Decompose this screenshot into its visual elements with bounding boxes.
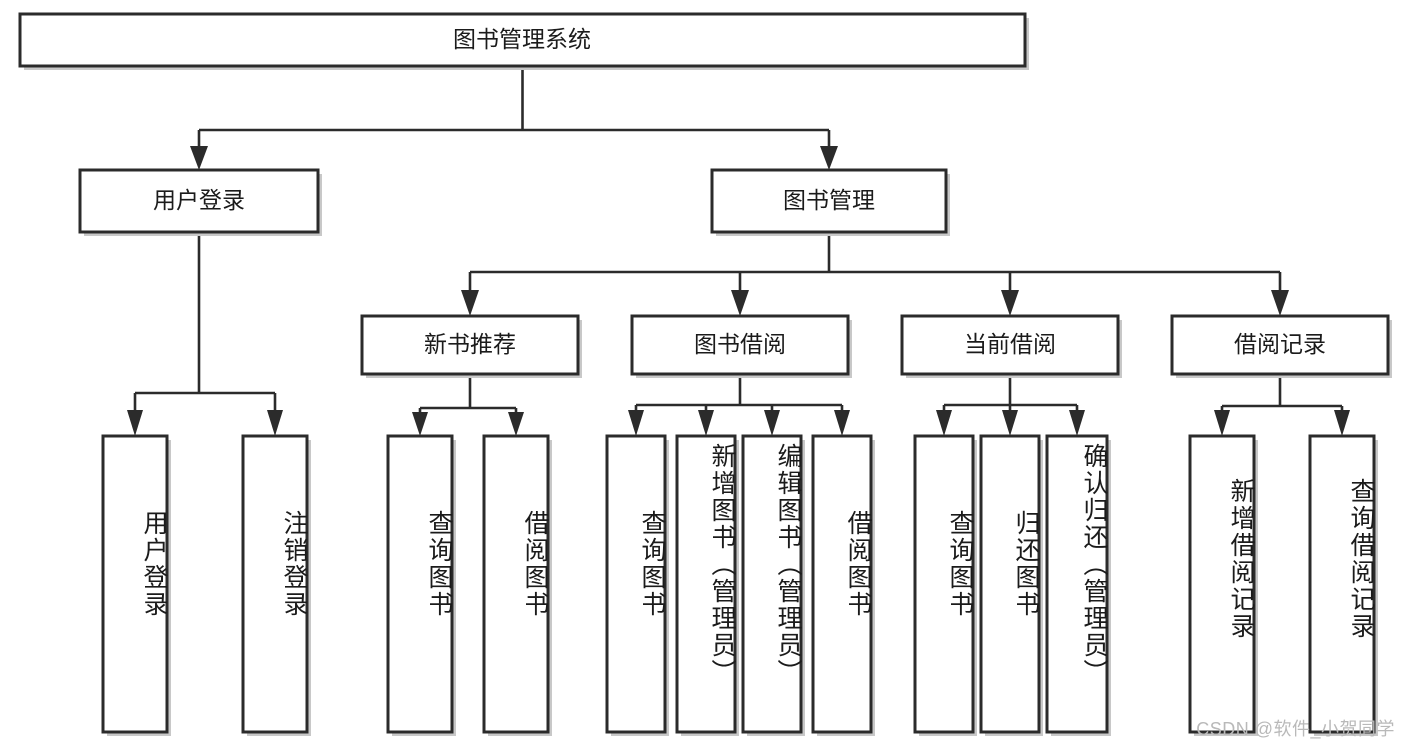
arrowhead-bookborrow-leaf-4 bbox=[834, 410, 850, 436]
node-new-book-recommend-label: 新书推荐 bbox=[424, 331, 516, 357]
arrowhead-user-login bbox=[190, 146, 208, 170]
arrowhead-currentborrow-leaf-3 bbox=[1069, 410, 1085, 436]
node-book-borrow-label: 图书借阅 bbox=[694, 331, 786, 357]
arrowhead-currentborrow-leaf-1 bbox=[936, 410, 952, 436]
arrowhead-currentborrow-leaf-2 bbox=[1002, 410, 1018, 436]
node-user-login[interactable]: 用户登录 bbox=[78, 168, 322, 236]
leaf-confirm-return-admin[interactable] bbox=[1045, 434, 1111, 736]
leaf-return-book[interactable] bbox=[979, 434, 1043, 736]
arrowhead-borrowrecord-leaf-2 bbox=[1334, 410, 1350, 436]
leaf-return-book-box bbox=[979, 434, 1041, 734]
connector-layer bbox=[127, 66, 1350, 436]
leaf-box-layer bbox=[101, 434, 1378, 736]
arrowhead-book-borrow bbox=[731, 290, 749, 316]
leaf-query-borrow-record-box bbox=[1308, 434, 1376, 734]
leaf-query-book-box bbox=[605, 434, 667, 734]
arrowhead-borrowrecord-leaf-1 bbox=[1214, 410, 1230, 436]
leaf-logout-box bbox=[241, 434, 309, 734]
node-new-book-recommend-box bbox=[360, 314, 580, 376]
node-layer: 图书管理系统 用户登录 图书管理 新书推荐 图书 bbox=[18, 12, 1392, 736]
leaf-query-book[interactable] bbox=[605, 434, 669, 736]
leaf-query-book-rec[interactable] bbox=[386, 434, 456, 736]
arrowhead-new-book-rec bbox=[461, 290, 479, 316]
node-borrow-record-box bbox=[1170, 314, 1390, 376]
node-root-label: 图书管理系统 bbox=[453, 26, 591, 52]
arrowhead-current-borrow bbox=[1001, 290, 1019, 316]
node-current-borrow[interactable]: 当前借阅 bbox=[900, 314, 1122, 378]
leaf-confirm-return-admin-box bbox=[1045, 434, 1109, 734]
leaf-user-login[interactable] bbox=[101, 434, 171, 736]
arrowhead-newbook-leaf-2 bbox=[508, 412, 524, 436]
node-user-login-label: 用户登录 bbox=[153, 187, 245, 213]
node-book-borrow[interactable]: 图书借阅 bbox=[630, 314, 852, 378]
node-book-management-box bbox=[710, 168, 948, 234]
leaf-query-book-current-box bbox=[913, 434, 975, 734]
leaf-borrow-book[interactable] bbox=[811, 434, 875, 736]
node-current-borrow-box bbox=[900, 314, 1120, 376]
arrowhead-leaf-logout bbox=[267, 410, 283, 436]
leaf-user-login-box bbox=[101, 434, 169, 734]
arrowhead-borrow-record bbox=[1271, 290, 1289, 316]
node-user-login-box bbox=[78, 168, 320, 234]
leaf-edit-book-admin[interactable] bbox=[741, 434, 805, 736]
arrowhead-newbook-leaf-1 bbox=[412, 412, 428, 436]
node-root[interactable]: 图书管理系统 bbox=[18, 12, 1029, 70]
arrowhead-bookborrow-leaf-2 bbox=[698, 410, 714, 436]
node-book-management-label: 图书管理 bbox=[783, 187, 875, 213]
arrowhead-book-mgmt bbox=[820, 146, 838, 170]
node-borrow-record[interactable]: 借阅记录 bbox=[1170, 314, 1392, 378]
leaf-borrow-book-rec-box bbox=[482, 434, 550, 734]
node-book-management[interactable]: 图书管理 bbox=[710, 168, 950, 236]
node-root-box bbox=[18, 12, 1027, 68]
leaf-borrow-book-box bbox=[811, 434, 873, 734]
arrowhead-bookborrow-leaf-3 bbox=[764, 410, 780, 436]
leaf-query-book-current[interactable] bbox=[913, 434, 977, 736]
node-current-borrow-label: 当前借阅 bbox=[964, 331, 1056, 357]
leaf-add-book-admin[interactable] bbox=[675, 434, 739, 736]
leaf-edit-book-admin-box bbox=[741, 434, 803, 734]
arrowhead-bookborrow-leaf-1 bbox=[628, 410, 644, 436]
node-borrow-record-label: 借阅记录 bbox=[1234, 331, 1326, 357]
arrowhead-leaf-user-login bbox=[127, 410, 143, 436]
csdn-watermark: CSDN @软件_小贺同学 bbox=[1196, 719, 1395, 739]
node-new-book-recommend[interactable]: 新书推荐 bbox=[360, 314, 582, 378]
leaf-borrow-book-rec[interactable] bbox=[482, 434, 552, 736]
leaf-add-book-admin-box bbox=[675, 434, 737, 734]
leaf-logout[interactable] bbox=[241, 434, 311, 736]
leaf-add-borrow-record-box bbox=[1188, 434, 1256, 734]
leaf-query-book-rec-box bbox=[386, 434, 454, 734]
leaf-add-borrow-record[interactable] bbox=[1188, 434, 1258, 736]
node-book-borrow-box bbox=[630, 314, 850, 376]
leaf-query-borrow-record[interactable] bbox=[1308, 434, 1378, 736]
